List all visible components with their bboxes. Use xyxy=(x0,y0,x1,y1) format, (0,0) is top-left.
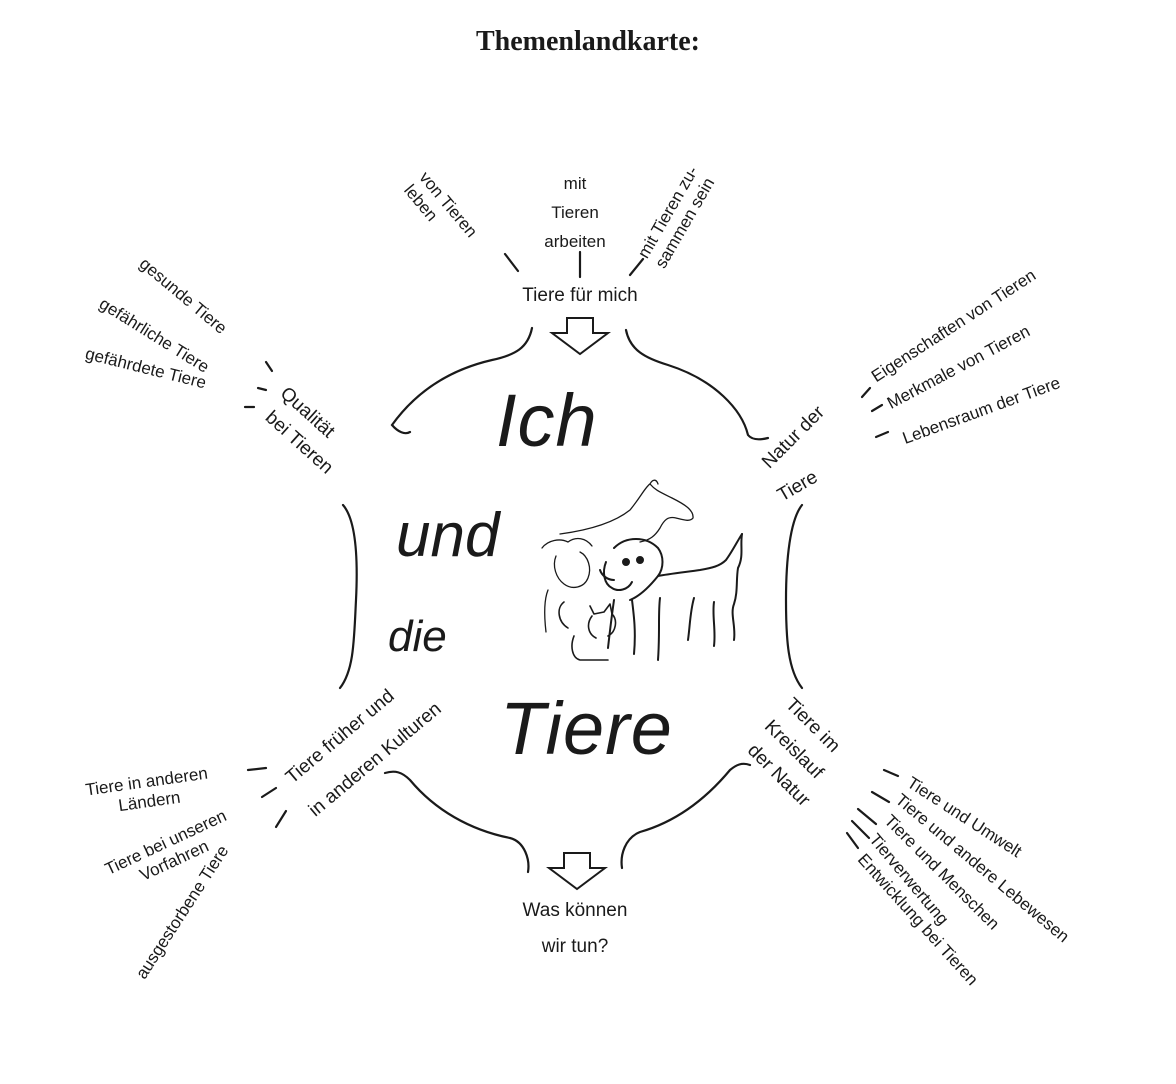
horse-icon xyxy=(559,479,694,543)
bracket-left xyxy=(338,503,358,690)
dog-icon xyxy=(599,533,743,661)
arc-bottom-left xyxy=(383,770,530,874)
page-title: Themenlandkarte: xyxy=(476,26,700,57)
hub-was-koennen-line2: wir tun? xyxy=(541,936,609,957)
hub-was-koennen-line1: Was können xyxy=(522,900,628,921)
cat-icon xyxy=(558,601,617,661)
cow-icon xyxy=(541,537,593,633)
hub-tiere-fuer-mich: Tiere für mich xyxy=(522,285,638,306)
arrow-top xyxy=(549,317,611,356)
arc-bottom-right xyxy=(620,762,752,870)
center-word-ich: Ich xyxy=(496,379,598,462)
center-word-die: die xyxy=(388,612,447,661)
arrow-bottom xyxy=(546,852,608,891)
center-word-und: und xyxy=(396,501,500,570)
arc-top-right xyxy=(624,328,770,441)
leaf-mit-tieren-arbeiten: mit Tieren arbeiten xyxy=(544,174,606,251)
arc-top-left xyxy=(390,326,534,435)
bracket-right xyxy=(784,503,804,690)
center-word-tiere: Tiere xyxy=(500,687,673,770)
